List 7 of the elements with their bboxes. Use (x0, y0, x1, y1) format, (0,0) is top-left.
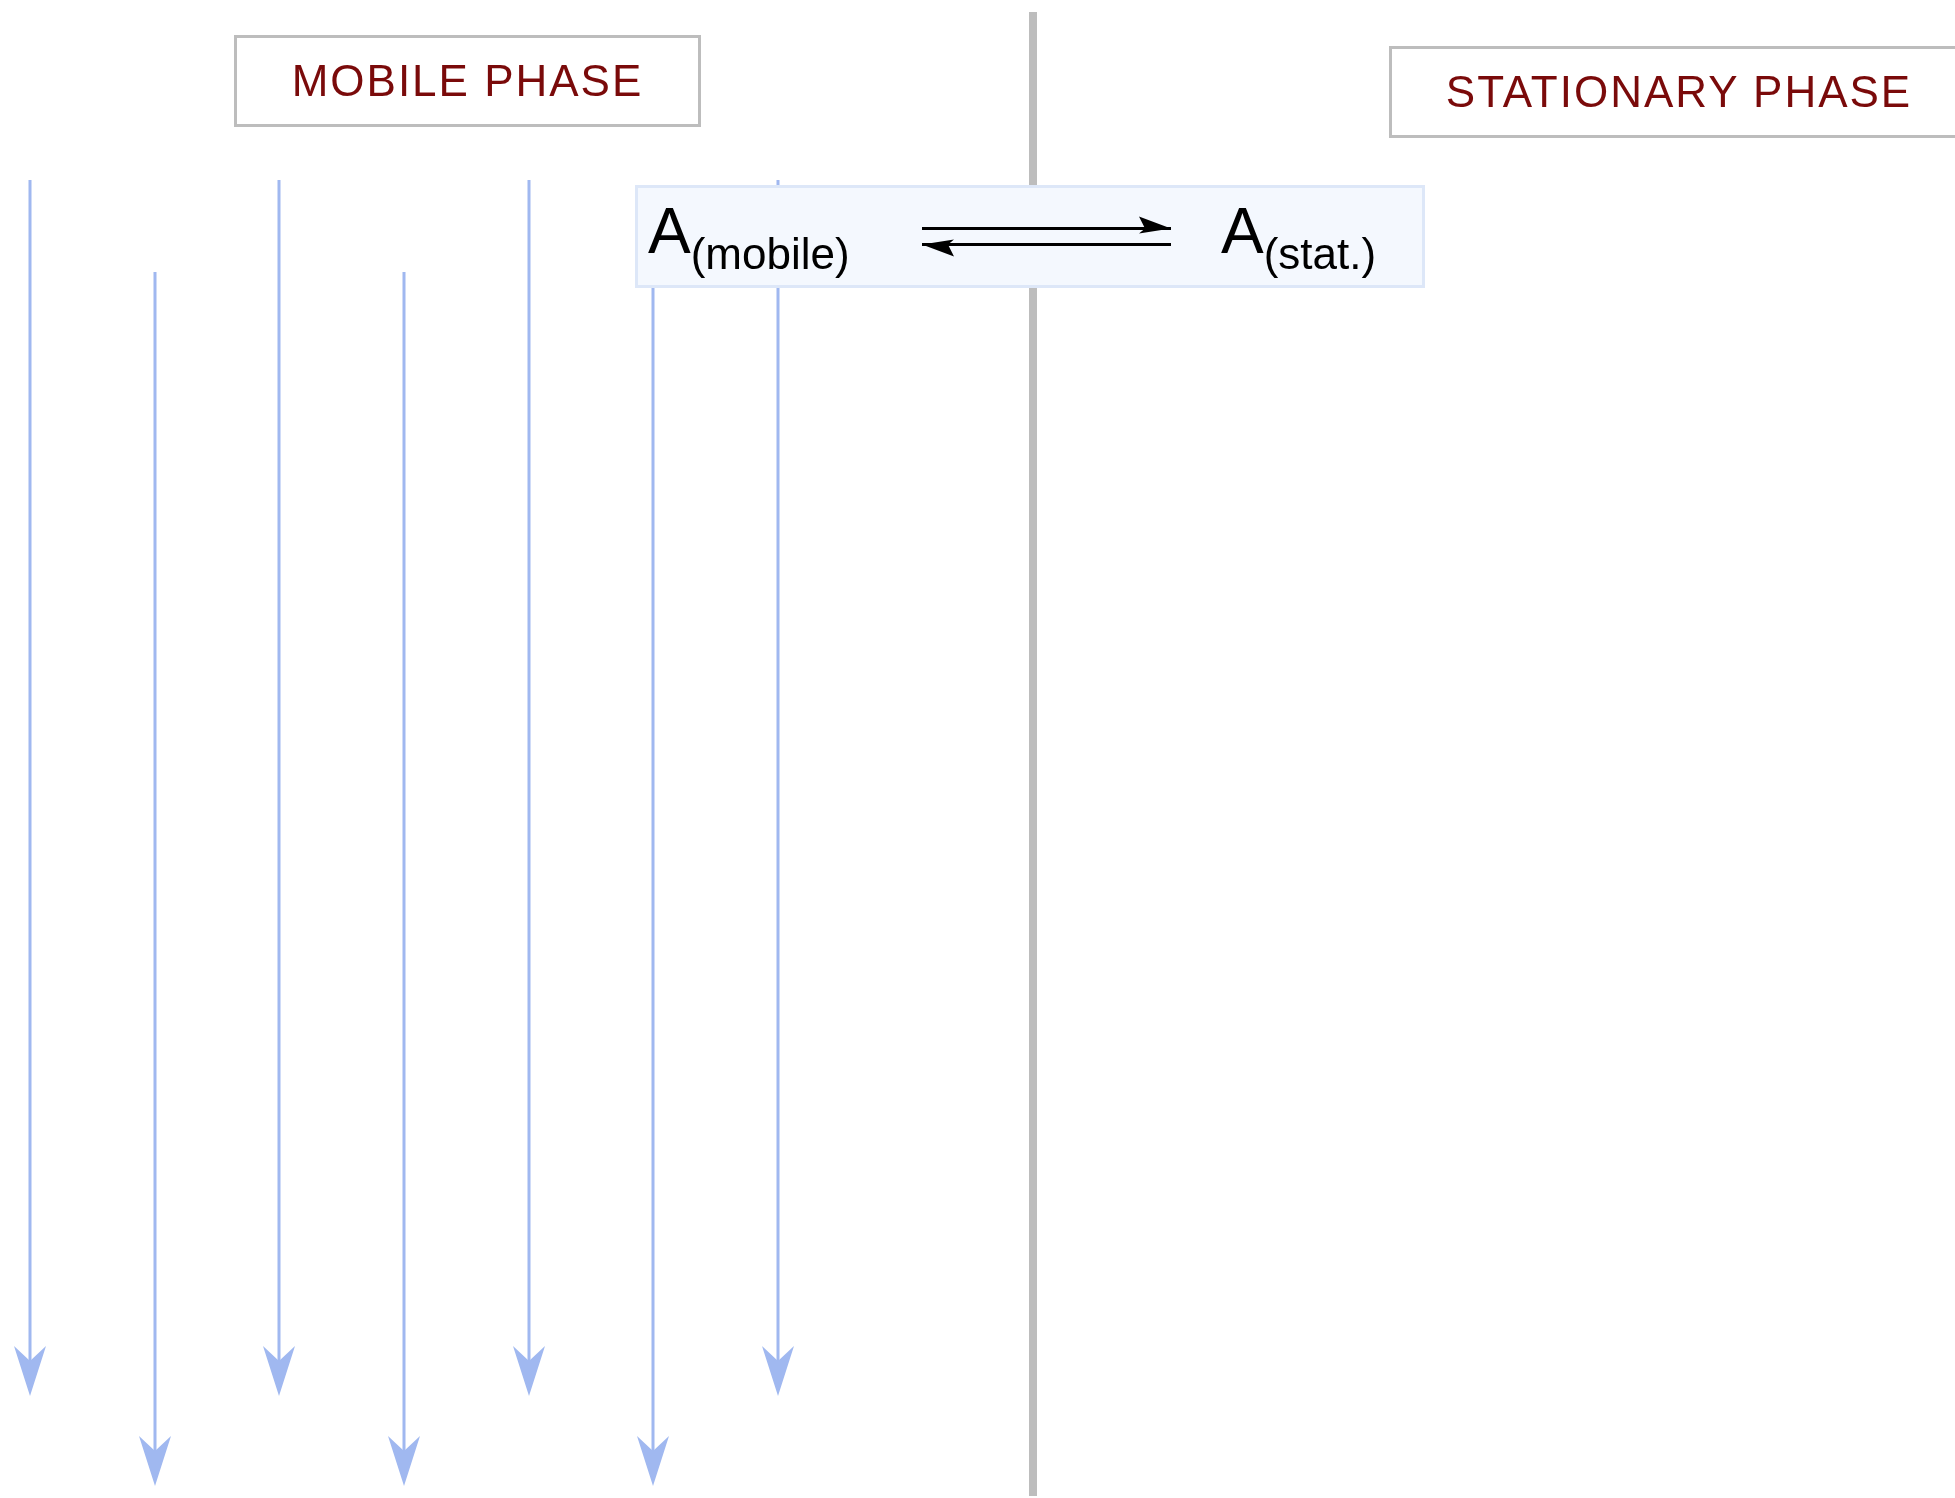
phase-label: MOBILE PHASE (234, 35, 701, 127)
species-label: A$_{(mobile)}$ (648, 194, 850, 279)
species-label: A$_{(stat.)}$ (1221, 194, 1377, 279)
equilibrium-arrow (922, 216, 1171, 234)
equilibrium-arrow (922, 239, 1171, 257)
phase-label: STATIONARY PHASE (1389, 46, 1955, 138)
equilibrium-panel (635, 185, 1425, 288)
